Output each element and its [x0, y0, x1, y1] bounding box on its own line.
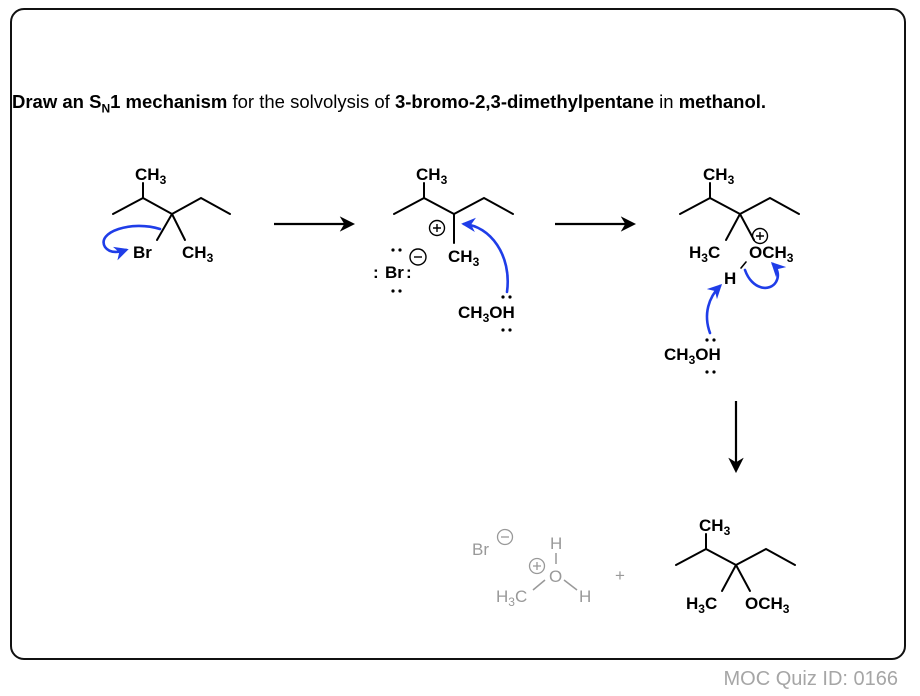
methyl-label: CH3	[699, 516, 731, 538]
curly-arrow-icon	[102, 224, 162, 261]
methyl-label: CH3	[135, 165, 167, 187]
methyl-label: CH3	[182, 243, 214, 265]
question-text: Draw an SN1 mechanism for the solvolysis…	[12, 91, 767, 116]
colon-label: :	[373, 263, 379, 282]
oxygen-label: O	[549, 567, 562, 586]
methyl-label: CH3	[703, 165, 735, 187]
curly-arrow-icon	[743, 261, 787, 290]
curly-arrow-icon	[461, 217, 510, 294]
hydrogen-label: H	[550, 534, 562, 553]
bromine-label: Br	[133, 243, 152, 262]
positive-charge-icon	[528, 557, 546, 575]
byproducts: Br H O H3C H +	[472, 528, 625, 609]
curly-arrow-icon	[705, 283, 723, 335]
hydrogen-label: H	[724, 269, 736, 288]
methanol-label: CH3OH	[458, 303, 515, 325]
positive-charge-icon	[756, 232, 764, 240]
methyl-label: H3C	[686, 594, 717, 616]
colon-label: :	[406, 263, 412, 282]
bromide-label: Br	[472, 540, 489, 559]
positive-charge-icon	[533, 562, 541, 570]
methoxy-label: OCH3	[749, 243, 794, 265]
positive-charge-icon	[433, 224, 441, 232]
negative-charge-icon	[496, 528, 514, 546]
methyl-label: CH3	[416, 165, 448, 187]
methoxy-label: OCH3	[745, 594, 790, 616]
negative-charge-icon	[409, 248, 427, 266]
oxonium-intermediate: CH3 H3C OCH3 H CH3OH	[664, 165, 800, 374]
hydrogen-label: H	[579, 587, 591, 606]
bromide-label: Br	[385, 263, 404, 282]
ether-product: CH3 H3C OCH3	[675, 516, 796, 616]
methanol-label: CH3OH	[664, 345, 721, 367]
diagram-frame	[10, 8, 906, 660]
positive-charge-icon	[428, 219, 446, 237]
carbocation-intermediate: CH3 CH3 : Br : CH3OH	[373, 165, 515, 332]
quiz-id-label: MOC Quiz ID: 0166	[723, 668, 898, 690]
plus-sign: +	[615, 566, 625, 585]
positive-charge-icon	[751, 227, 769, 245]
methyl-label: H3C	[496, 587, 527, 609]
substrate-molecule: CH3 Br CH3	[102, 165, 231, 265]
methyl-label: CH3	[448, 247, 480, 269]
methyl-label: H3C	[689, 243, 720, 265]
